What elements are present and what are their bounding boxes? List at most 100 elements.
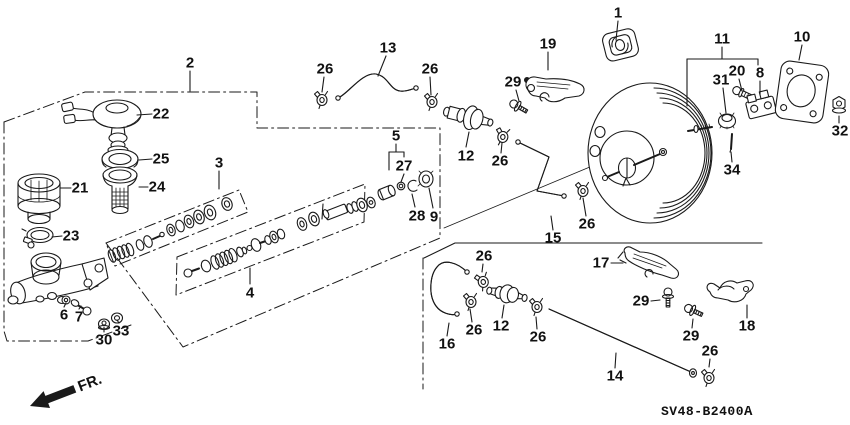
leader-line-10-30 [798,44,803,61]
leader-line-26-25 [582,197,587,217]
callout-26-34: 26 [476,248,493,265]
callout-17-39: 17 [593,255,610,272]
callout-12-7: 12 [458,148,475,165]
leader-line-12-36 [501,304,505,319]
vacuum-pipe-14 [548,308,698,378]
callout-10-30: 10 [794,29,811,46]
snap-ring-28 [407,179,418,192]
bolt-29-lower [682,301,706,321]
callout-7-20: 7 [75,309,83,326]
check-valve-12-upper [442,105,494,131]
o-ring-27 [396,181,406,191]
callout-13-2: 13 [380,40,397,57]
callout-9-12: 9 [430,209,438,226]
leader-line-1-0 [615,20,619,41]
lower-section-border [423,242,763,259]
hose-13 [335,73,419,101]
callout-26-3: 26 [317,61,334,78]
leader-line-26-35 [469,308,473,323]
callout-34-32: 34 [724,162,741,179]
callout-26-8: 26 [492,153,509,170]
callout-26-25: 26 [579,216,596,233]
bracket-18 [706,280,754,303]
hose-15 [515,139,567,199]
leader-line-14-38 [614,352,617,369]
callout-32-31: 32 [832,123,849,140]
assembly-line [443,163,598,229]
reservoir-21 [17,173,61,225]
leader-line-33-22 [116,319,120,324]
callout-33-22: 33 [113,323,130,340]
leader-line-23-18 [51,235,63,238]
clamp-23 [21,226,54,249]
pin-34 [729,133,733,153]
leader-line-12-7 [465,131,470,148]
leader-line-26-3 [321,76,325,93]
bolt-7 [70,299,92,316]
clamp-26-2 [423,92,439,112]
bracket-8 [745,89,777,120]
spacer-plate-10 [774,60,830,124]
callout-16-33: 16 [439,336,456,353]
callout-28-11: 28 [409,208,426,225]
callout-29-41: 29 [683,328,700,345]
leader-line-26-8 [500,142,503,154]
leader-line-29-41 [691,318,694,329]
callout-5-9: 5 [392,128,400,145]
fr-label: FR. [76,371,105,396]
diagram-part-code-suffix: A [744,404,753,420]
assembly-boundaries [3,91,763,390]
check-valve-12-lower [486,284,528,304]
clamp-26-7 [528,297,544,317]
callout-26-35: 26 [466,322,483,339]
nut-32 [831,95,847,114]
kit-box-3 [105,189,249,267]
leader-line-20-27 [738,78,743,92]
kit-box-4 [175,183,366,296]
hose-16 [430,261,470,317]
clamp-26-6 [462,292,478,312]
strainer-24 [102,166,138,215]
leader-line-29-5 [515,89,520,102]
callout-30-21: 30 [96,332,113,349]
bracket-17 [617,246,680,279]
seal-25 [101,148,139,170]
callout-31-28: 31 [713,72,730,89]
reservoir-cap-22 [61,99,142,155]
piston-kit-3 [107,197,233,263]
washer-33 [110,312,124,324]
callout-29-40: 29 [633,293,650,310]
leader-line-13-2 [377,55,387,77]
callout-24-17: 24 [149,179,166,196]
callout-1-0: 1 [614,5,622,22]
callout-14-38: 14 [607,368,624,385]
leader-line-26-34 [481,263,484,273]
bolt-29-mid [661,287,675,308]
callout-23-18: 23 [63,228,80,245]
pedal-bracket-19 [524,76,585,103]
ring-9 [418,170,434,188]
callout-8-29: 8 [756,65,764,82]
leader-line-9-12 [428,187,434,209]
leader-line-31-28 [722,87,727,114]
leader-line-28-11 [411,193,416,208]
nut-31 [717,112,737,130]
piston-kit-4 [183,196,376,278]
leader-line-26-4 [429,76,432,96]
leader-line-6-19 [63,302,67,308]
clamp-26-8 [700,368,716,388]
leader-line-34-32 [730,151,733,163]
callout-11-26: 11 [714,31,730,48]
master-cylinder-body [7,252,109,305]
callout-21-16: 21 [72,180,89,197]
callout-2-1: 2 [186,55,194,72]
callout-6-19: 6 [60,307,68,324]
clamp-26-4 [574,181,590,201]
callout-22-14: 22 [153,106,170,123]
fr-direction: FR. [30,371,105,408]
callout-27-10: 27 [396,158,413,175]
fr-arrow-icon [30,385,77,408]
